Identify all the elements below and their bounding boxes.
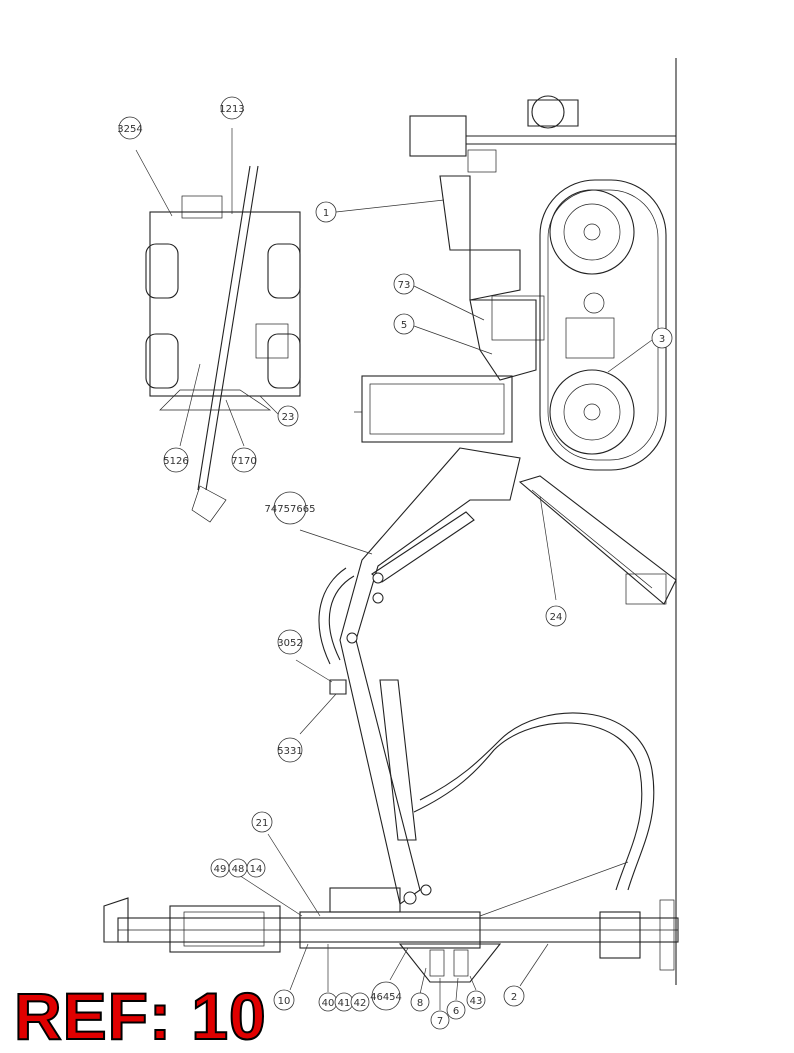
callout-74757665: 74757665 xyxy=(265,491,373,555)
callout-73: 73 xyxy=(393,273,485,321)
callout-1213: 1213 xyxy=(219,96,245,214)
mast-leader xyxy=(479,861,629,917)
svg-text:23: 23 xyxy=(282,412,295,423)
svg-text:3052: 3052 xyxy=(277,638,302,649)
track-assembly xyxy=(539,179,667,471)
outrigger-leg xyxy=(518,475,677,605)
svg-text:5: 5 xyxy=(401,320,407,331)
callout-42: 42 xyxy=(350,992,370,1012)
callout-46454: 46454 xyxy=(370,947,409,1011)
svg-text:1213: 1213 xyxy=(219,104,244,115)
svg-text:73: 73 xyxy=(398,280,411,291)
svg-text:6: 6 xyxy=(453,1006,459,1017)
reference-label: REF: 10 xyxy=(13,979,267,1053)
callout-3: 3 xyxy=(607,327,673,373)
callout-3052: 3052 xyxy=(277,629,333,683)
callout-5: 5 xyxy=(393,313,493,355)
svg-text:5331: 5331 xyxy=(277,746,302,757)
svg-text:41: 41 xyxy=(338,998,351,1009)
drill-mast xyxy=(103,887,679,983)
hose xyxy=(318,567,655,891)
svg-text:3254: 3254 xyxy=(117,124,142,135)
svg-text:42: 42 xyxy=(354,998,367,1009)
svg-text:2: 2 xyxy=(511,992,517,1003)
svg-text:49: 49 xyxy=(214,864,227,875)
callout-7170: 7170 xyxy=(225,399,257,473)
svg-text:46454: 46454 xyxy=(370,992,402,1003)
callout-21: 21 xyxy=(251,811,321,917)
svg-text:40: 40 xyxy=(322,998,335,1009)
svg-text:1: 1 xyxy=(323,208,329,219)
callout-24: 24 xyxy=(539,495,567,627)
callout-48: 48 xyxy=(228,858,248,878)
callout-2: 2 xyxy=(503,943,549,1007)
callout-5331: 5331 xyxy=(277,693,337,763)
svg-text:43: 43 xyxy=(470,996,483,1007)
svg-text:5126: 5126 xyxy=(163,456,188,467)
chassis-body xyxy=(409,95,676,381)
callout-41: 41 xyxy=(334,992,354,1012)
callout-40: 40 xyxy=(318,944,338,1012)
callout-14: 14 xyxy=(246,858,266,878)
callout-8: 8 xyxy=(410,967,430,1012)
boom-arm xyxy=(329,447,521,905)
svg-text:7170: 7170 xyxy=(231,456,256,467)
callout-23: 23 xyxy=(259,395,299,427)
callout-1: 1 xyxy=(315,199,445,223)
svg-text:48: 48 xyxy=(232,864,245,875)
svg-text:7: 7 xyxy=(437,1016,443,1027)
svg-text:24: 24 xyxy=(550,612,563,623)
plan-view xyxy=(145,165,301,523)
callout-5126: 5126 xyxy=(163,363,201,473)
callout-3254: 3254 xyxy=(117,116,173,217)
svg-text:10: 10 xyxy=(278,996,291,1007)
svg-text:3: 3 xyxy=(659,334,665,345)
callout-10: 10 xyxy=(273,943,309,1011)
svg-text:74757665: 74757665 xyxy=(265,504,316,515)
callout-49: 49 xyxy=(210,858,303,917)
svg-text:8: 8 xyxy=(417,998,423,1009)
engine-box xyxy=(354,375,513,443)
callout-6: 6 xyxy=(446,977,466,1020)
svg-text:21: 21 xyxy=(256,818,269,829)
callout-7: 7 xyxy=(430,978,450,1030)
svg-text:14: 14 xyxy=(250,864,263,875)
callout-43: 43 xyxy=(466,975,486,1010)
